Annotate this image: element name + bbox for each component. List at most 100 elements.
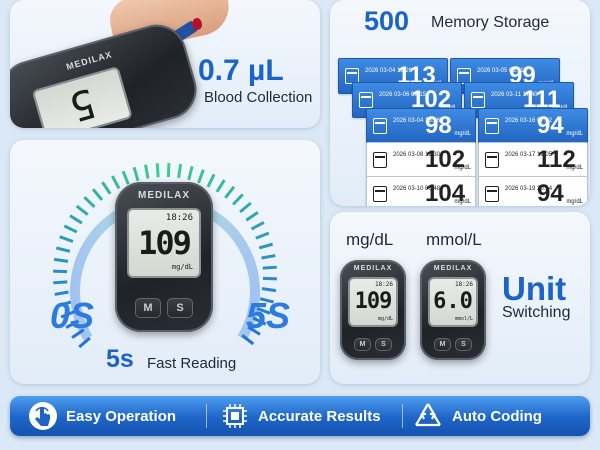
record-unit: mg/dL	[566, 199, 583, 205]
ring-tick	[239, 201, 252, 214]
blood-collection-caption: Blood Collection	[204, 89, 313, 106]
meter-mgdl-unit: mg/dL	[377, 316, 393, 322]
record-date: 2026 03-04 18:26	[365, 68, 413, 74]
feature-accurate-results-label: Accurate Results	[258, 407, 381, 425]
record-date: 2026 03-05 08:11	[477, 68, 524, 74]
ring-tick	[56, 300, 72, 308]
ring-tick	[144, 164, 150, 179]
chip-icon	[223, 404, 247, 428]
feature-auto-coding: Auto Coding	[412, 396, 542, 436]
memory-storage-panel: 500 Memory Storage 2026 03-04 18:26113mg…	[330, 0, 590, 206]
ring-tick	[177, 163, 183, 179]
meter-main: MEDILAX 18:26 109 mg/dL M S	[115, 182, 213, 332]
record-date: 2026 03-10 06:48	[393, 186, 441, 192]
calendar-icon	[359, 92, 373, 108]
record-unit: mg/dL	[566, 165, 583, 171]
touch-hand-icon	[29, 402, 57, 430]
memory-count: 500	[364, 6, 410, 36]
record-date: 2026 03-04 18:26	[393, 118, 441, 124]
ring-tick	[111, 175, 121, 190]
ring-tick	[69, 214, 83, 225]
ring-tick	[231, 193, 244, 206]
meter-mgdl-reading: 109	[354, 289, 393, 314]
calendar-icon	[485, 152, 499, 168]
meter-main-brand: MEDILAX	[138, 190, 190, 201]
ring-tick	[91, 188, 104, 201]
ring-tick	[215, 179, 226, 193]
feature-divider	[402, 404, 403, 428]
recycle-arrows-icon	[415, 403, 441, 427]
meter-mgdl-brand: MEDILAX	[353, 265, 393, 272]
meter-mmol-time: 18:26	[454, 281, 473, 288]
blood-drop-icon	[192, 18, 202, 30]
ring-tick	[101, 181, 112, 195]
ring-tick	[53, 257, 69, 263]
feature-easy-operation: Easy Operation	[28, 396, 176, 436]
ring-tick	[155, 163, 160, 178]
record-unit: mg/dL	[454, 199, 471, 205]
ring-tick	[121, 170, 130, 185]
record-date: 2026 03-08 12:30	[393, 152, 441, 158]
blood-collection-panel: MEDILAX 5 0.7 µL Blood Collection	[10, 0, 320, 128]
meter-mgdl: MEDILAX 18:26 109 mg/dL M S	[340, 260, 406, 360]
meter-mgdl-m-button[interactable]: M	[354, 338, 371, 351]
feature-bar: Easy Operation Accurate Results Auto Cod…	[10, 396, 590, 436]
meter-display-value: 5	[64, 78, 101, 128]
unit-switching-panel: mg/dL mmol/L MEDILAX 18:26 109 mg/dL M S…	[330, 212, 590, 384]
ring-tick	[250, 221, 265, 231]
ring-tick	[78, 336, 91, 349]
ring-tick	[262, 265, 277, 270]
calendar-icon	[373, 152, 387, 168]
ring-tick	[206, 173, 216, 188]
meter-s-button[interactable]: S	[167, 298, 193, 318]
ring-tick	[132, 166, 140, 182]
ring-tick	[59, 235, 74, 243]
meter-main-time: 18:26	[165, 213, 193, 223]
meter-screen: 5	[31, 65, 133, 128]
meter-mmol-m-button[interactable]: M	[434, 338, 451, 351]
ring-tick	[197, 169, 205, 184]
record-date: 2026 03-16 07:02	[505, 118, 553, 124]
calendar-icon	[373, 118, 387, 134]
meter-mmol-reading: 6.0	[433, 289, 473, 314]
timer-start-label: 0S	[50, 295, 95, 336]
record-value: 102	[425, 146, 466, 173]
ring-tick	[261, 287, 277, 293]
feature-easy-operation-label: Easy Operation	[66, 407, 177, 425]
fast-reading-panel: MEDILAX 18:26 109 mg/dL M S 0S 5S 5s Fas…	[10, 140, 320, 384]
unit-mmol-label: mmol/L	[426, 230, 482, 249]
calendar-icon	[485, 186, 499, 202]
fast-reading-caption: Fast Reading	[147, 355, 237, 372]
meter-m-button[interactable]: M	[135, 298, 161, 318]
meter-mmol-screen: 18:26 6.0 mmol/L	[428, 277, 478, 327]
blood-volume: 0.7 µL	[198, 54, 284, 87]
record-value: 98	[425, 112, 452, 139]
ring-tick	[60, 310, 75, 319]
meter-mgdl-time: 18:26	[374, 281, 393, 288]
meter-closeup: MEDILAX 5	[10, 17, 204, 128]
meter-main-screen: 18:26 109 mg/dL	[127, 208, 201, 278]
record-date: 2026 03-06 09:15	[379, 92, 427, 98]
ring-tick	[224, 185, 236, 199]
record-value: 94	[537, 112, 564, 139]
calendar-icon	[471, 92, 485, 108]
timer-end-label: 5S	[246, 295, 291, 336]
record-unit: mg/dL	[454, 131, 471, 137]
ring-tick	[258, 242, 274, 250]
ring-tick	[63, 224, 78, 234]
meter-mgdl-s-button[interactable]: S	[375, 338, 392, 351]
ring-tick	[245, 211, 259, 222]
calendar-icon	[485, 118, 499, 134]
meter-main-unit: mg/dL	[171, 263, 193, 271]
record-unit: mg/dL	[454, 165, 471, 171]
meter-mmol-s-button[interactable]: S	[455, 338, 472, 351]
unit-switching-title: Unit	[502, 270, 567, 307]
record-value: 104	[425, 180, 466, 206]
ring-tick	[256, 307, 271, 315]
memory-caption: Memory Storage	[431, 14, 550, 31]
